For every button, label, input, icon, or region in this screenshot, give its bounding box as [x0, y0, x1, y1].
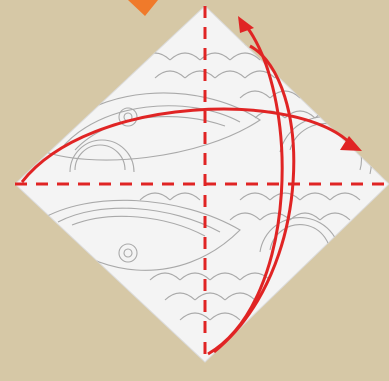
origami-step-illustration [0, 0, 389, 381]
